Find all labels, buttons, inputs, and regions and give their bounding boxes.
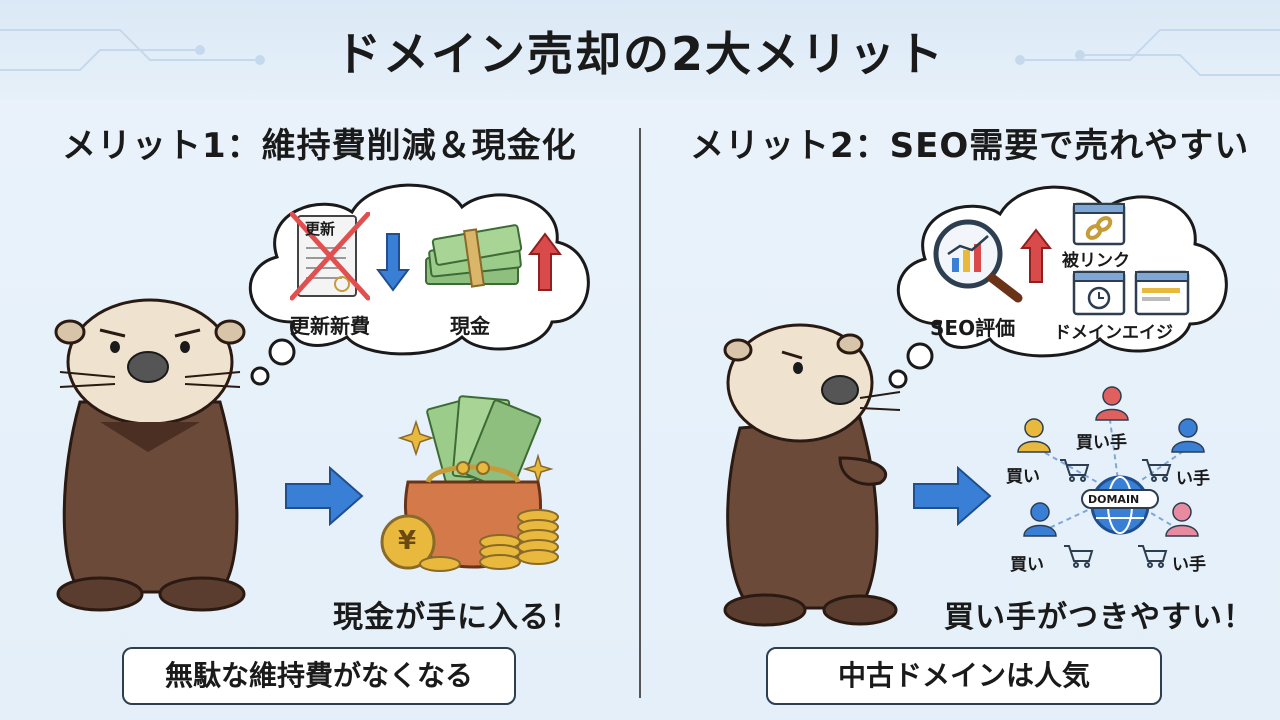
left-panel-heading: メリット1：維持費削減＆現金化 [62, 126, 577, 166]
network-buyer-mid-right: い手 [1176, 469, 1210, 489]
right-panel-heading: メリット2：SEO需要で売れやすい [690, 126, 1250, 166]
right-otter-mascot [723, 323, 901, 627]
domain-age-windows-icon [1072, 270, 1190, 316]
seo-magnifier-icon [933, 219, 1023, 303]
network-buyer-mid-left: 買い [1006, 467, 1040, 487]
panel-divider [639, 128, 641, 698]
network-buyer-bottom-left: 買い [1010, 555, 1044, 575]
main-title: ドメイン売却の2大メリット [334, 27, 945, 81]
backlink-label: 被リンク [1062, 251, 1130, 271]
backlink-window-icon [1072, 202, 1126, 246]
left-caption-box: 無駄な維持費がなくなる [122, 647, 516, 705]
left-otter-mascot [54, 298, 246, 612]
seo-up-arrow-icon [1020, 228, 1052, 283]
right-flow-arrow-icon [913, 466, 992, 526]
seo-label: SEO評価 [930, 316, 1016, 340]
left-flow-arrow-icon [285, 466, 364, 526]
cash-stack-icon [425, 224, 523, 288]
buyer-network-diagram [1017, 386, 1205, 568]
domain-age-label: ドメインエイジ [1054, 323, 1173, 343]
renewal-doc-text: 更新 [305, 220, 336, 238]
cash-up-arrow-icon [528, 232, 562, 291]
renewal-fee-label: 更新新費 [290, 314, 370, 338]
network-buyer-bottom-right: い手 [1172, 555, 1206, 575]
purse-cash-icon [380, 395, 559, 572]
cash-label: 現金 [450, 314, 490, 338]
right-caption-box: 中古ドメインは人気 [766, 647, 1162, 705]
renewal-document-icon [290, 212, 370, 301]
network-center-label: DOMAIN [1088, 493, 1140, 506]
left-callout: 現金が手に入る！ [333, 600, 581, 635]
network-buyer-top: 買い手 [1076, 433, 1127, 453]
yen-coin-symbol: ¥ [398, 526, 417, 556]
cost-down-arrow-icon [376, 233, 410, 292]
right-callout: 買い手がつきやすい！ [944, 600, 1254, 635]
